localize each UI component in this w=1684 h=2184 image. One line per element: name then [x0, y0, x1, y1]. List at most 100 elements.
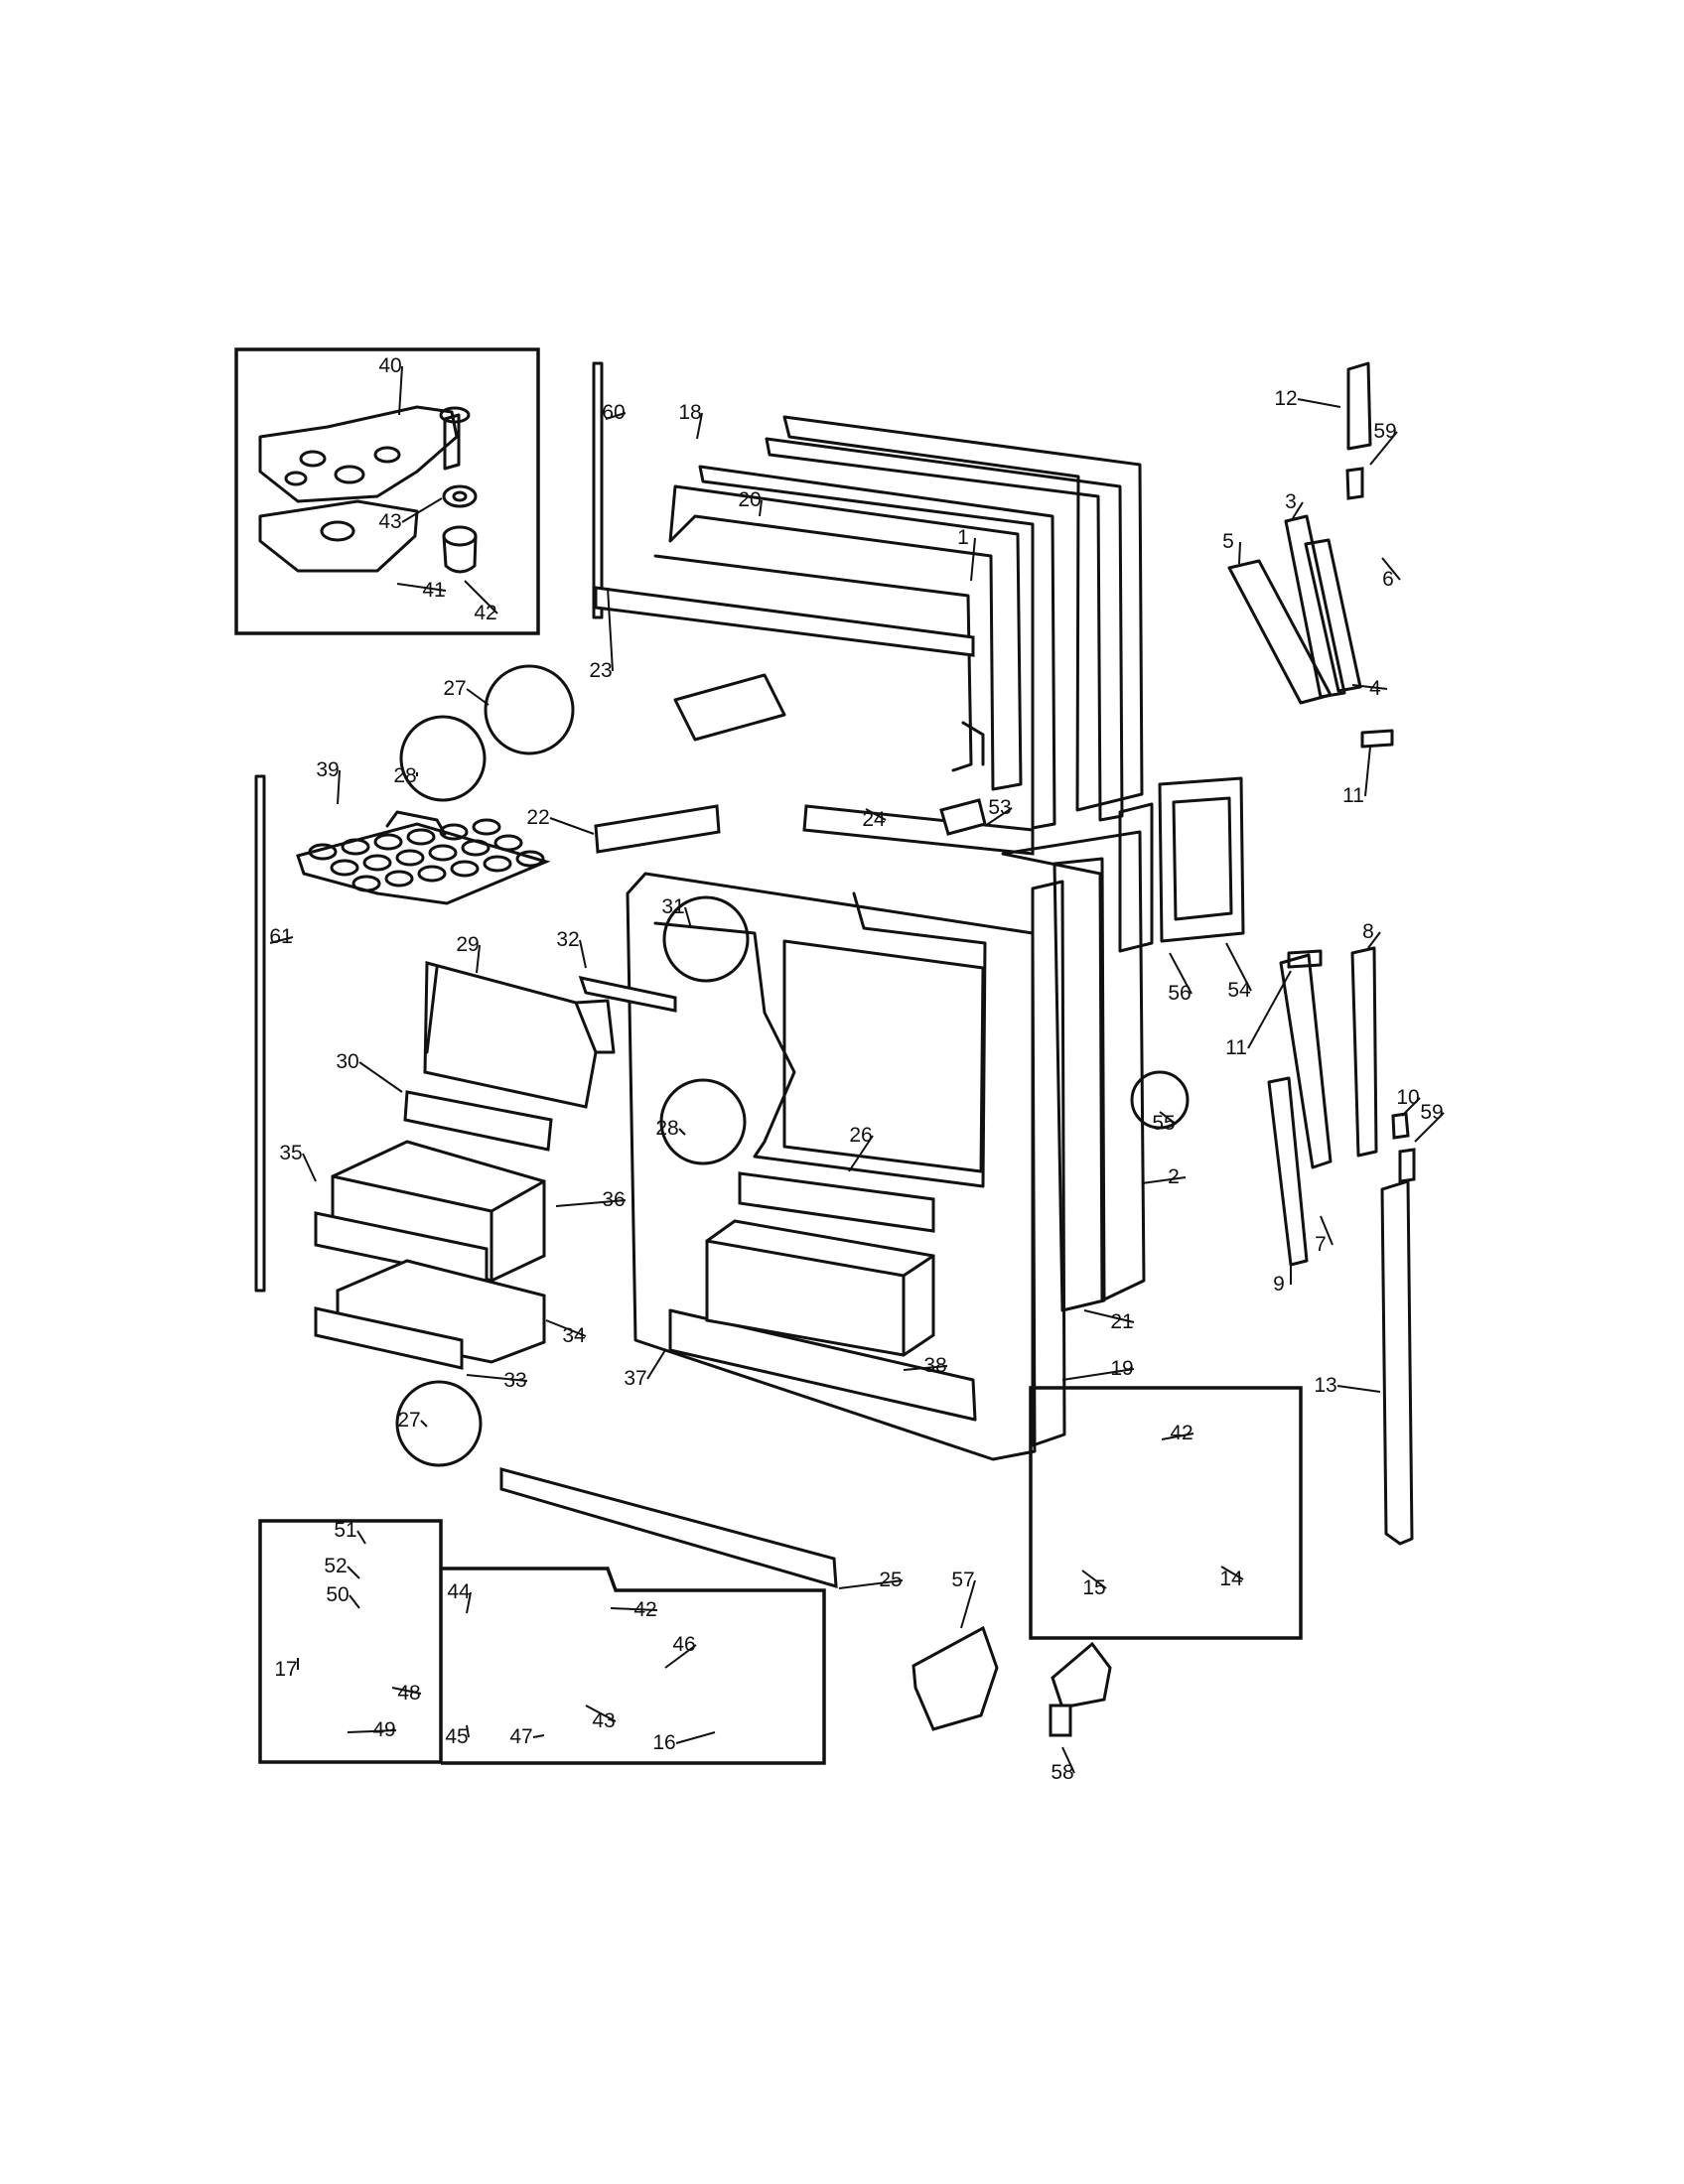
detail-27-lower	[395, 1380, 483, 1467]
detail-28-lower	[659, 1078, 747, 1165]
gasket-strip-60	[592, 361, 604, 619]
leader-c48	[391, 1687, 422, 1695]
leader-c27b	[420, 1420, 428, 1428]
leader-c35	[302, 1153, 317, 1182]
callout-c42a: 42	[474, 602, 496, 624]
liner-bottom-shelf-37	[668, 1308, 977, 1422]
leader-c15	[1081, 1570, 1107, 1589]
callout-c11a: 11	[1342, 784, 1364, 807]
leader-c23	[607, 587, 614, 672]
bushing-top	[442, 525, 478, 547]
callout-labels: 1234567891011111213141516171819202122232…	[269, 354, 1443, 1784]
strap-9	[1267, 1076, 1309, 1267]
leader-lines	[269, 365, 1445, 1774]
leader-c42b	[1161, 1433, 1194, 1440]
callout-c25: 25	[879, 1569, 902, 1591]
leader-c59a	[1369, 431, 1398, 466]
callout-c5: 5	[1222, 530, 1234, 553]
leader-c41	[396, 583, 447, 592]
callout-c29: 29	[456, 933, 479, 956]
callout-c10: 10	[1396, 1086, 1419, 1109]
callout-c12: 12	[1274, 387, 1297, 410]
leader-c40	[398, 365, 403, 416]
detail-31	[662, 895, 750, 983]
gasket-strip-61	[254, 774, 266, 1293]
ice-tray-cells	[308, 818, 545, 892]
leader-c37	[646, 1349, 666, 1380]
ice-cell	[461, 839, 491, 857]
callout-c20: 20	[738, 488, 761, 511]
bin-front-30	[403, 1090, 553, 1152]
callout-c27a: 27	[443, 677, 466, 700]
callout-c32: 32	[556, 928, 579, 951]
ice-cell	[428, 844, 458, 862]
top-hinge-plate	[258, 405, 459, 503]
callout-c28a: 28	[393, 764, 416, 787]
freezer-door-liner	[668, 484, 1023, 791]
leader-c50	[349, 1594, 360, 1609]
leader-c59b	[1414, 1112, 1445, 1143]
callout-c30: 30	[336, 1050, 358, 1073]
leader-c6	[1381, 557, 1401, 581]
part-59-lower	[1398, 1148, 1416, 1183]
strap-8	[1350, 946, 1378, 1158]
leader-c8	[1367, 931, 1381, 949]
callout-c26: 26	[849, 1124, 872, 1147]
callout-c43a: 43	[378, 510, 401, 533]
leader-c3	[1292, 501, 1304, 519]
leader-c42c	[610, 1607, 658, 1611]
plate-11-top	[1360, 729, 1394, 749]
ice-cell	[472, 818, 501, 836]
callout-c41: 41	[422, 579, 445, 602]
ice-cell	[341, 838, 370, 856]
ice-cell	[384, 870, 414, 887]
callout-c19: 19	[1110, 1357, 1133, 1380]
leader-c43a	[401, 497, 443, 523]
ice-cell	[395, 849, 425, 867]
callout-c24: 24	[862, 808, 886, 831]
callout-c50: 50	[326, 1583, 349, 1606]
callout-c8: 8	[1362, 920, 1374, 943]
leader-c5	[1238, 541, 1241, 565]
ice-cell	[417, 865, 447, 883]
callout-c49: 49	[372, 1718, 395, 1741]
leader-c13	[1336, 1385, 1381, 1393]
bin-front-33	[314, 1306, 464, 1370]
callout-c18: 18	[678, 401, 701, 424]
leader-c11a	[1364, 746, 1371, 797]
callout-c15: 15	[1082, 1576, 1105, 1599]
part-54-housing	[1158, 776, 1245, 943]
leader-c49	[347, 1729, 397, 1733]
detail-28-upper	[399, 715, 487, 802]
hinge-bushing	[442, 534, 478, 574]
part-54-opening	[1172, 796, 1233, 921]
leader-c46	[664, 1644, 697, 1669]
callout-c55: 55	[1152, 1112, 1175, 1135]
freezer-door	[653, 415, 1144, 830]
hinge-hole	[334, 465, 365, 484]
shim-hole	[320, 520, 355, 542]
shelf-bar-26	[738, 1171, 935, 1233]
leader-c19	[1061, 1368, 1135, 1381]
callout-c51: 51	[334, 1519, 356, 1542]
callout-c16: 16	[652, 1731, 675, 1754]
leader-c34	[545, 1319, 587, 1337]
freezer-liner-shelf	[653, 554, 973, 772]
leader-c31	[684, 906, 692, 929]
leader-c47	[532, 1734, 545, 1738]
freezer-door-liner-flange	[698, 465, 1056, 830]
callout-c36: 36	[602, 1188, 625, 1211]
callout-c57: 57	[951, 1569, 974, 1591]
callout-c23: 23	[589, 659, 612, 682]
door-bin-29	[423, 961, 598, 1109]
callout-c37: 37	[624, 1367, 646, 1390]
leader-c55	[1159, 1111, 1177, 1125]
leader-c39	[337, 769, 341, 805]
callout-c9: 9	[1273, 1273, 1285, 1296]
callout-c13: 13	[1314, 1374, 1336, 1397]
leader-c10	[1401, 1097, 1421, 1117]
part-12	[1346, 361, 1372, 451]
leader-c18	[696, 412, 703, 440]
